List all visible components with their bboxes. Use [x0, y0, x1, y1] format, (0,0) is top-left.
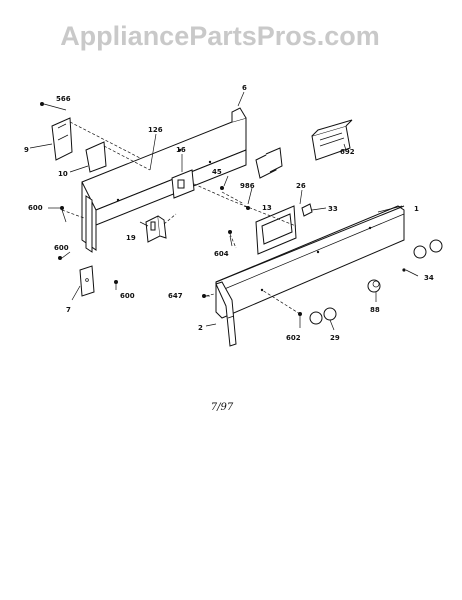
- callout-10: 10: [58, 170, 68, 178]
- screw-600-right: [114, 280, 118, 284]
- screw-45: [220, 186, 224, 190]
- callout-600-right: 600: [120, 292, 135, 300]
- bracket-7: [79, 265, 95, 297]
- screw-566: [40, 102, 67, 111]
- callout-692: 692: [340, 148, 355, 156]
- screw-600-left: [60, 206, 67, 223]
- figure-code: 7/97: [211, 402, 234, 413]
- switch-block-986: [255, 147, 283, 179]
- callout-29: 29: [330, 334, 340, 342]
- knob-34a: [413, 245, 427, 259]
- callout-986: 986: [240, 182, 255, 190]
- switch-block-16: [171, 169, 195, 199]
- callout-19: 19: [126, 234, 136, 242]
- callout-leaders: [29, 91, 419, 331]
- callout-1: 1: [414, 205, 419, 213]
- callout-2: 2: [198, 324, 203, 332]
- callout-6: 6: [242, 84, 247, 92]
- screw-600-lower: [58, 256, 62, 260]
- assembly-lines: [61, 121, 301, 315]
- watermark: AppliancePartsPros.com: [60, 21, 380, 51]
- callout-13: 13: [262, 204, 272, 212]
- knob-34b: [429, 239, 443, 253]
- knob-29a: [309, 311, 323, 325]
- callout-16: 16: [176, 146, 186, 154]
- callout-9: 9: [24, 146, 29, 154]
- callout-566: 566: [56, 95, 71, 103]
- callout-600-mid: 600: [54, 244, 69, 252]
- terminal-block-692: [311, 119, 353, 161]
- callout-33: 33: [328, 205, 338, 213]
- callout-602: 602: [286, 334, 301, 342]
- callout-647: 647: [168, 292, 183, 300]
- callout-34: 34: [424, 274, 434, 282]
- knob-29b: [323, 307, 337, 321]
- screw-604: [228, 230, 232, 234]
- callout-600-top: 600: [28, 204, 43, 212]
- callout-labels: 566 6 126 16 9 10 45 986 26 692 600 13 3…: [24, 84, 434, 342]
- side-bracket-9: [51, 117, 73, 161]
- screw-33: [301, 203, 313, 217]
- callout-26: 26: [296, 182, 306, 190]
- callout-126: 126: [148, 126, 163, 134]
- side-rail-2: [215, 281, 237, 347]
- knob-88: [367, 279, 381, 293]
- callout-604: 604: [214, 250, 229, 258]
- callout-45: 45: [212, 168, 222, 176]
- screw-34: [402, 268, 406, 272]
- display-bracket-26: [255, 205, 297, 255]
- switch-block-19: [145, 215, 167, 243]
- bracket-10: [85, 141, 107, 173]
- backguard-panel: [81, 107, 247, 253]
- callout-7: 7: [66, 306, 71, 314]
- callout-88: 88: [370, 306, 380, 314]
- control-panel: [215, 205, 405, 319]
